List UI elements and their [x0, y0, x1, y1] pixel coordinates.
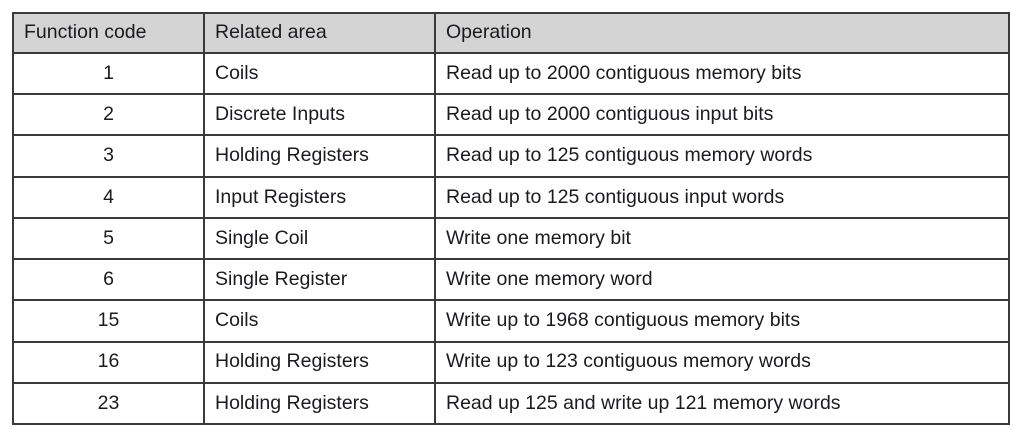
function-code-table: Function code Related area Operation 1 C… — [12, 12, 1010, 426]
cell-related-area: Input Registers — [203, 175, 436, 219]
cell-operation: Write one memory bit — [434, 216, 1010, 261]
cell-operation: Read up to 2000 contiguous memory bits — [434, 51, 1010, 96]
column-header-operation: Operation — [434, 12, 1010, 54]
cell-function-code: 23 — [12, 381, 205, 426]
cell-operation: Read up to 2000 contiguous input bits — [434, 93, 1010, 137]
cell-related-area: Coils — [203, 299, 436, 343]
table-header: Function code Related area Operation — [12, 12, 1010, 54]
table-row: 6 Single Register Write one memory word — [12, 258, 1010, 302]
column-header-related-area: Related area — [203, 12, 436, 54]
table-body: 1 Coils Read up to 2000 contiguous memor… — [12, 51, 1010, 426]
cell-function-code: 4 — [12, 175, 205, 219]
cell-function-code: 15 — [12, 299, 205, 343]
table-row: 5 Single Coil Write one memory bit — [12, 216, 1010, 261]
cell-related-area: Single Register — [203, 258, 436, 302]
cell-function-code: 5 — [12, 216, 205, 261]
cell-related-area: Discrete Inputs — [203, 93, 436, 137]
cell-operation: Write one memory word — [434, 258, 1010, 302]
cell-related-area: Holding Registers — [203, 381, 436, 426]
cell-function-code: 6 — [12, 258, 205, 302]
cell-operation: Write up to 123 contiguous memory words — [434, 340, 1010, 384]
cell-function-code: 16 — [12, 340, 205, 384]
table-row: 23 Holding Registers Read up 125 and wri… — [12, 381, 1010, 426]
cell-operation: Read up to 125 contiguous memory words — [434, 134, 1010, 178]
table-header-row: Function code Related area Operation — [12, 12, 1010, 54]
table-row: 16 Holding Registers Write up to 123 con… — [12, 340, 1010, 384]
table-row: 1 Coils Read up to 2000 contiguous memor… — [12, 51, 1010, 96]
function-code-table-container: Function code Related area Operation 1 C… — [12, 12, 1010, 426]
table-row: 3 Holding Registers Read up to 125 conti… — [12, 134, 1010, 178]
cell-related-area: Single Coil — [203, 216, 436, 261]
column-header-function-code: Function code — [12, 12, 205, 54]
cell-related-area: Coils — [203, 51, 436, 96]
cell-operation: Read up to 125 contiguous input words — [434, 175, 1010, 219]
table-row: 2 Discrete Inputs Read up to 2000 contig… — [12, 93, 1010, 137]
table-row: 4 Input Registers Read up to 125 contigu… — [12, 175, 1010, 219]
table-row: 15 Coils Write up to 1968 contiguous mem… — [12, 299, 1010, 343]
cell-related-area: Holding Registers — [203, 134, 436, 178]
cell-function-code: 2 — [12, 93, 205, 137]
cell-related-area: Holding Registers — [203, 340, 436, 384]
cell-operation: Write up to 1968 contiguous memory bits — [434, 299, 1010, 343]
cell-operation: Read up 125 and write up 121 memory word… — [434, 381, 1010, 426]
cell-function-code: 1 — [12, 51, 205, 96]
cell-function-code: 3 — [12, 134, 205, 178]
